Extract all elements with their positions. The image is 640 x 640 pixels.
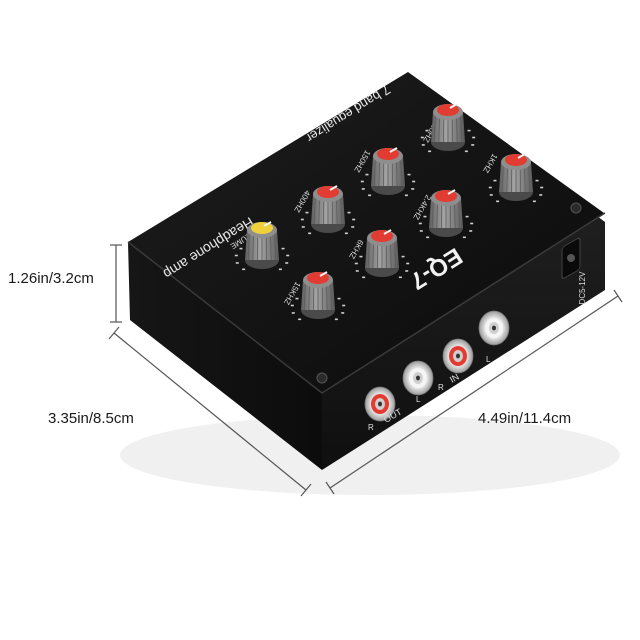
in-r-jack[interactable] — [442, 338, 474, 374]
out-r-jack[interactable] — [364, 386, 396, 422]
out-l-jack[interactable] — [402, 360, 434, 396]
eq-knob-15khz[interactable] — [290, 271, 346, 321]
floor-shadow — [120, 415, 620, 495]
channel-label-text: R — [438, 383, 444, 392]
channel-label-text: L — [416, 395, 421, 404]
dimension-width-line — [325, 289, 623, 495]
dimension-width-label: 4.49in/11.4cm — [478, 410, 572, 427]
screw-icon — [316, 372, 328, 384]
eq-knob-1khz[interactable] — [488, 153, 544, 203]
power-jack[interactable] — [561, 237, 581, 279]
in-label-text: IN — [448, 372, 461, 385]
volume-knob[interactable] — [234, 221, 290, 271]
dimension-depth-label: 3.35in/8.5cm — [48, 410, 134, 427]
eq-knob-2-4khz[interactable] — [418, 189, 474, 239]
channel-label-text: L — [486, 355, 491, 364]
device-edge-highlight — [127, 212, 606, 394]
rca-jack-group — [364, 310, 510, 422]
eq-knob-60hz[interactable] — [420, 103, 476, 153]
channel-label-text: R — [368, 423, 374, 432]
knob-group — [234, 103, 544, 321]
dimension-height-line — [110, 244, 122, 323]
screw-icon — [570, 202, 582, 214]
eq-knob-150hz[interactable] — [360, 147, 416, 197]
dimension-depth-line — [108, 326, 312, 497]
eq-knob-6khz[interactable] — [354, 229, 410, 279]
in-l-jack[interactable] — [478, 310, 510, 346]
eq-knob-400hz[interactable] — [300, 185, 356, 235]
device-top-face — [128, 72, 604, 393]
power-label-text: DC5-12V — [578, 271, 587, 305]
dimension-height-label: 1.26in/3.2cm — [8, 270, 94, 287]
device-left-side — [128, 242, 322, 470]
